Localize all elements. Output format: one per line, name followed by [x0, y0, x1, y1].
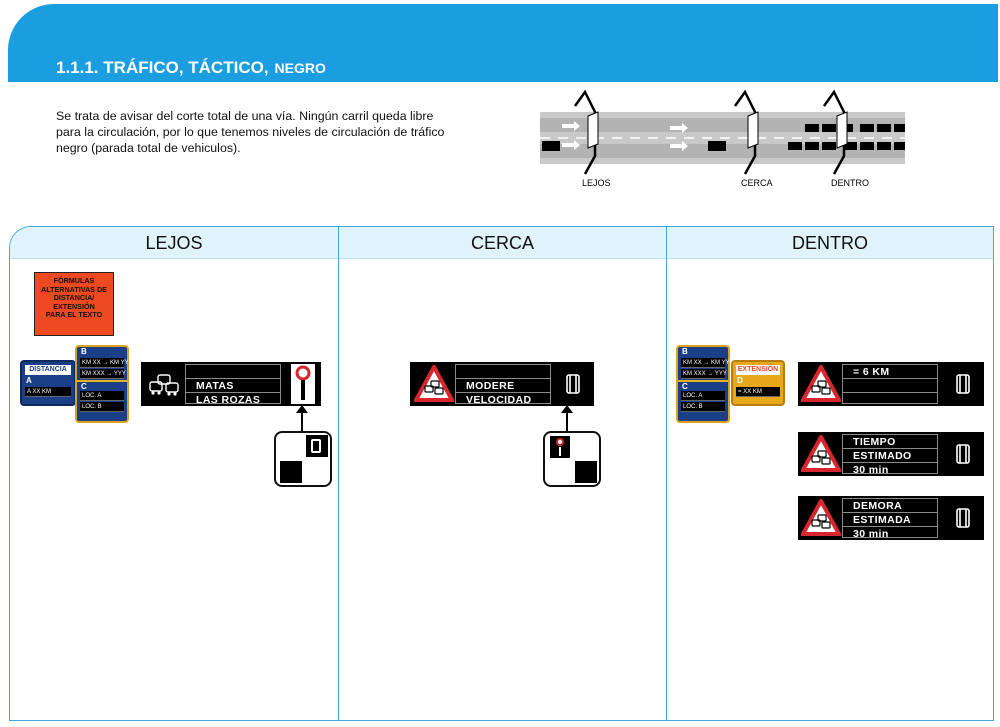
- traffic-warning-icon: [801, 435, 841, 472]
- signal-post-icon: [291, 364, 315, 404]
- panel-title-dentro: DENTRO: [667, 227, 993, 259]
- vms-line-1: [456, 365, 550, 379]
- panel-lejos: LEJOS: [9, 226, 339, 721]
- panel-dentro: DENTRO: [666, 226, 994, 721]
- detail-pictogram-lejos: [274, 431, 332, 487]
- cone-icon: [566, 374, 580, 394]
- distance-panel: DISTANCIA A A XX KM: [20, 360, 76, 406]
- panel-cerca: CERCA: [338, 226, 667, 721]
- traffic-jam-icon: [149, 374, 179, 396]
- vms-line-3: LAS ROZAS: [196, 394, 261, 406]
- vms-line-2: MODERE: [456, 379, 550, 393]
- cone-icon: [956, 508, 970, 528]
- traffic-warning-icon: [414, 365, 454, 402]
- route-panel-dentro: B KM XX → KM YY KM XXX → YYY C LOC. A LO…: [676, 345, 730, 423]
- vms-sign-dentro-2: TIEMPO ESTIMADO 30 min: [798, 432, 984, 476]
- arrow-up-icon: [561, 405, 573, 433]
- extension-panel: EXTENSIÓN D = XX KM: [731, 360, 785, 406]
- vms-sign-cerca: MODERE VELOCIDAD: [410, 362, 594, 406]
- road-diagram: LEJOS CERCA DENTRO: [540, 89, 905, 188]
- vms-line-1: [186, 365, 280, 379]
- vms-sign-dentro-3: DEMORA ESTIMADA 30 min: [798, 496, 984, 540]
- traffic-warning-icon: [801, 365, 841, 402]
- intro-paragraph: Se trata de avisar del corte total de un…: [56, 109, 445, 155]
- vms-line-3: VELOCIDAD: [466, 394, 532, 406]
- section-title: 1.1.1. TRÁFICO, TÁCTICO,NEGRO: [56, 58, 326, 77]
- vms-sign-dentro-1: = 6 KM: [798, 362, 984, 406]
- vms-sign-lejos: MATAS LAS ROZAS: [141, 362, 321, 406]
- cone-icon: [956, 374, 970, 394]
- panel-title-lejos: LEJOS: [10, 227, 338, 259]
- traffic-warning-icon: [801, 499, 841, 536]
- cone-icon: [956, 444, 970, 464]
- header-banner: [8, 4, 998, 82]
- road-label-cerca: CERCA: [741, 178, 773, 188]
- arrow-up-icon: [296, 405, 308, 433]
- detail-pictogram-cerca: [543, 431, 601, 487]
- vms-line-2: MATAS: [186, 379, 280, 393]
- road-label-lejos: LEJOS: [582, 178, 611, 188]
- route-panel-lejos: B KM XX → KM YY KM XXX → YYY C LOC. A LO…: [75, 345, 129, 423]
- road-label-dentro: DENTRO: [831, 178, 869, 188]
- panel-title-cerca: CERCA: [339, 227, 666, 259]
